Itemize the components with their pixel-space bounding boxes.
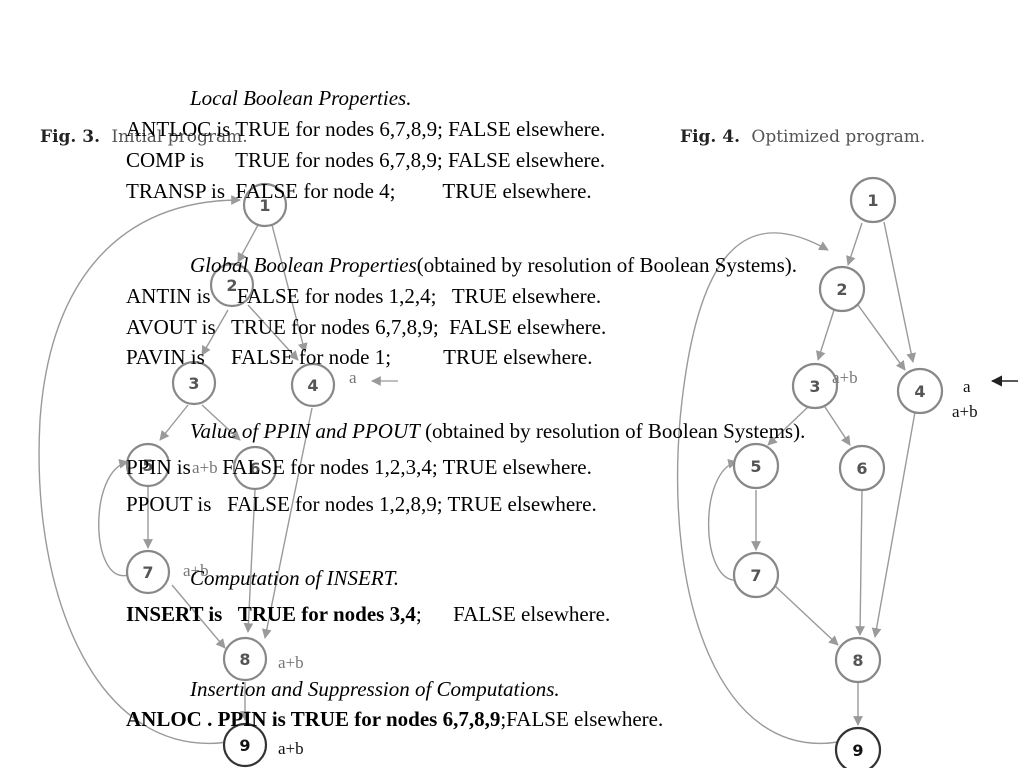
svg-text:5: 5	[750, 457, 761, 476]
fig4-node-4: 4	[896, 367, 944, 415]
antloc-line: ANTLOC is TRUE for nodes 6,7,8,9; FALSE …	[126, 117, 606, 141]
edge-r-3-6	[824, 406, 851, 446]
insert-line: INSERT is TRUE for nodes 3,4; FALSE else…	[126, 602, 610, 626]
svg-text:3: 3	[188, 374, 199, 393]
fig4-node-9: 9	[834, 726, 882, 768]
edge-3-5	[159, 404, 189, 441]
edge-r-7-5-back	[707, 458, 739, 581]
ppin-line: PPIN is FALSE for nodes 1,2,3,4; TRUE el…	[126, 455, 592, 479]
fig4-node-7: 7	[732, 551, 780, 599]
edge-2-3	[201, 309, 229, 356]
local-properties-heading: Local Boolean Properties.	[190, 86, 412, 110]
svg-text:9: 9	[239, 736, 250, 755]
fig4-edges	[676, 221, 917, 745]
fig3-title: Initial program.	[111, 127, 247, 147]
edge-r-1-2	[846, 222, 863, 266]
svg-text:1: 1	[259, 196, 270, 215]
anloc-line: ANLOC . PPIN is TRUE for nodes 6,7,8,9;F…	[126, 707, 663, 731]
svg-text:6: 6	[249, 459, 260, 478]
edge-2-4	[247, 304, 299, 361]
svg-text:8: 8	[852, 651, 863, 670]
antin-line: ANTIN is FALSE for nodes 1,2,4; TRUE els…	[126, 284, 602, 308]
fig4-node-5: 5	[732, 442, 780, 490]
fig4-node-6: 6	[838, 444, 886, 492]
edge-r-9-2-back	[676, 232, 839, 745]
edge-r-4-8	[871, 411, 916, 638]
ppout-line: PPOUT is FALSE for nodes 1,2,8,9; TRUE e…	[126, 492, 597, 516]
svg-text:2: 2	[836, 280, 847, 299]
edge-1-2	[237, 224, 259, 263]
fig4-ann-node3: a+b	[832, 368, 858, 387]
fig4-node-1: 1	[849, 176, 897, 224]
comp-line: COMP is TRUE for nodes 6,7,8,9; FALSE el…	[126, 148, 606, 172]
svg-text:6: 6	[856, 459, 867, 478]
insert-heading: Computation of INSERT.	[190, 566, 400, 590]
svg-text:5: 5	[142, 456, 153, 475]
global-heading-suffix: (obtained by resolution of Boolean Syste…	[416, 253, 797, 277]
fig3-node-8: 8	[222, 636, 268, 682]
fig4-label: Fig. 4.	[680, 127, 740, 147]
edge-7-5-back	[98, 458, 129, 577]
svg-text:7: 7	[142, 563, 153, 582]
global-properties-heading: Global Boolean Properties(obtained by re…	[190, 253, 797, 277]
svg-text:9: 9	[852, 741, 863, 760]
fig3-edges	[38, 195, 313, 745]
fig3-node-3: 3	[171, 360, 217, 406]
edge-9-1-back	[38, 195, 241, 745]
fig4-ann-node4-a: a	[963, 377, 971, 396]
fig3-label: Fig. 3.	[40, 127, 100, 147]
edge-r-6-8	[855, 489, 866, 636]
edge-r-7-8	[774, 585, 839, 646]
pavin-line: PAVIN is FALSE for node 1; TRUE elsewher…	[126, 345, 593, 369]
svg-text:8: 8	[239, 650, 250, 669]
fig3-ann-node9: a+b	[278, 739, 304, 758]
fig3-node-1: 1	[242, 182, 288, 228]
value-heading-italic: Value of PPIN and PPOUT	[190, 419, 420, 443]
edge-3-6	[201, 404, 241, 441]
fig4-ann-node4-ab: a+b	[952, 402, 978, 421]
fig3-node-6: 6	[232, 445, 278, 491]
fig3-node-2: 2	[209, 262, 255, 308]
fig4-node-8: 8	[834, 636, 882, 684]
fig3-ann-node4: a	[349, 368, 357, 387]
edge-r-2-3	[816, 309, 835, 361]
svg-text:7: 7	[750, 566, 761, 585]
svg-text:4: 4	[914, 382, 925, 401]
edge-r-1-4	[883, 221, 917, 363]
edge-r-2-4	[857, 304, 906, 371]
insertion-heading: Insertion and Suppression of Computation…	[190, 677, 560, 701]
edge-r-3-5	[767, 406, 809, 446]
svg-text:3: 3	[809, 377, 820, 396]
ppin-ppout-heading: Value of PPIN and PPOUT (obtained by res…	[190, 419, 805, 443]
edge-6-8	[243, 489, 256, 633]
anloc-line-bold: ANLOC . PPIN is TRUE for nodes 6,7,8,9	[126, 707, 501, 731]
svg-text:2: 2	[226, 276, 237, 295]
fig3-ann-node7: a+b	[183, 561, 209, 580]
transp-line: TRANSP is FALSE for node 4; TRUE elsewhe…	[126, 179, 592, 203]
fig3-caption: Fig. 3. Initial program.	[40, 127, 248, 147]
fig3-node-4: 4	[290, 362, 336, 408]
edge-4-8	[261, 407, 313, 639]
svg-text:1: 1	[867, 191, 878, 210]
fig3-node-9: 9	[222, 722, 268, 768]
edge-7-8	[171, 584, 226, 649]
fig3-ann-node8: a+b	[278, 653, 304, 672]
svg-text:4: 4	[307, 376, 318, 395]
fig4-node-2: 2	[818, 265, 866, 313]
insert-line-rest: ; FALSE elsewhere.	[415, 602, 611, 626]
avout-line: AVOUT is TRUE for nodes 6,7,8,9; FALSE e…	[126, 315, 607, 339]
fig3-node-5: 5	[125, 442, 171, 488]
anloc-line-rest: ;FALSE elsewhere.	[500, 707, 664, 731]
fig4-title: Optimized program.	[751, 127, 925, 147]
edge-1-4	[271, 224, 308, 353]
fig3-node-7: 7	[125, 549, 171, 595]
insert-line-bold: INSERT is TRUE for nodes 3,4	[126, 602, 416, 626]
fig4-node-3: 3	[791, 362, 839, 410]
fig4-caption: Fig. 4. Optimized program.	[680, 127, 925, 147]
value-heading-suffix: (obtained by resolution of Boolean Syste…	[419, 419, 806, 443]
fig3-ann-node5: a+b	[192, 458, 218, 477]
global-heading-italic: Global Boolean Properties	[190, 253, 417, 277]
